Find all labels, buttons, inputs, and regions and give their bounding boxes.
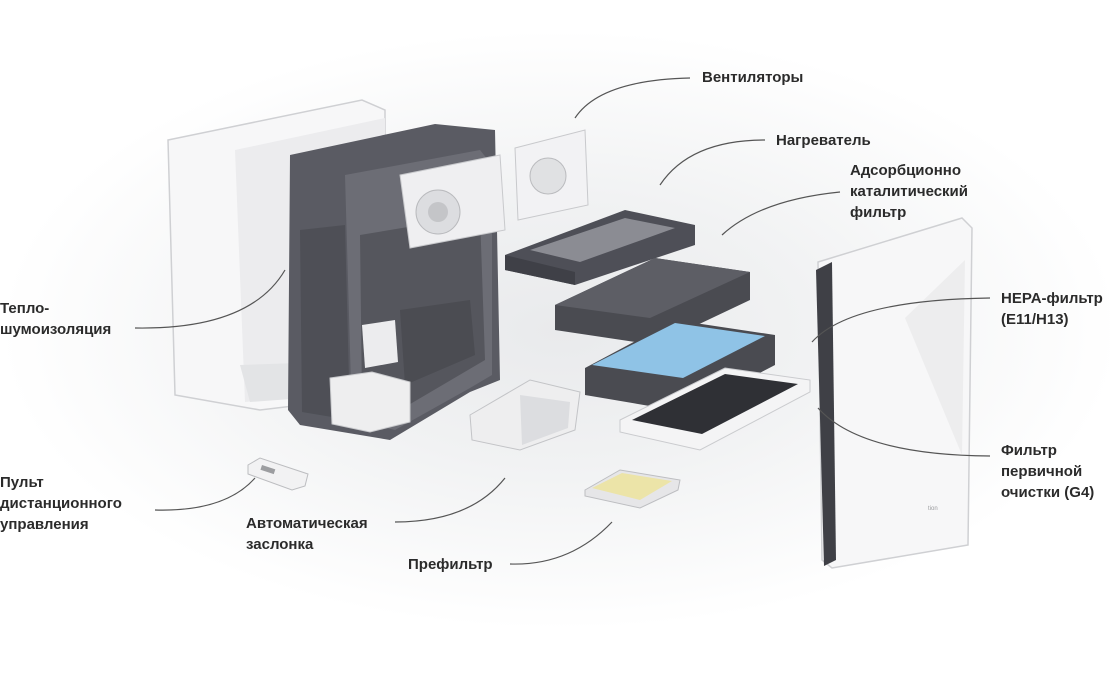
leader-insulation: [134, 269, 286, 329]
brand-mark: tion: [928, 506, 938, 512]
leader-prefilter: [509, 521, 613, 565]
heater-part: [505, 210, 695, 285]
leader-damper: [394, 477, 506, 523]
leader-remote: [154, 477, 256, 511]
adsorption-filter-part: [555, 258, 750, 345]
damper-part: [469, 379, 581, 451]
fans-part: [399, 129, 589, 249]
label-heater: Нагреватель: [776, 132, 871, 149]
label-damper: Автоматическая заслонка: [246, 515, 368, 553]
label-fans: Вентиляторы: [702, 69, 804, 86]
leader-hepa: [811, 297, 991, 343]
leader-lines: [134, 77, 991, 565]
primary-filter-part: [619, 367, 811, 451]
label-remote: Пульт дистанционного управления: [0, 474, 122, 533]
front-panel: [816, 217, 973, 569]
leader-heater: [659, 139, 766, 186]
prefilter-part: [584, 469, 681, 509]
leader-fans: [574, 77, 691, 119]
label-adsorption-filter: Адсорбционно каталитический фильтр: [850, 162, 969, 221]
remote-part: [247, 457, 309, 491]
label-prefilter: Префильтр: [408, 556, 493, 573]
label-hepa-filter: HEPA-фильтр (E11/H13): [1001, 290, 1103, 328]
leader-adsorption: [721, 191, 841, 236]
label-insulation: Тепло- шумоизоляция: [0, 300, 112, 338]
leader-primary: [817, 407, 991, 457]
label-primary-filter: Фильтр первичной очистки (G4): [1001, 442, 1095, 501]
